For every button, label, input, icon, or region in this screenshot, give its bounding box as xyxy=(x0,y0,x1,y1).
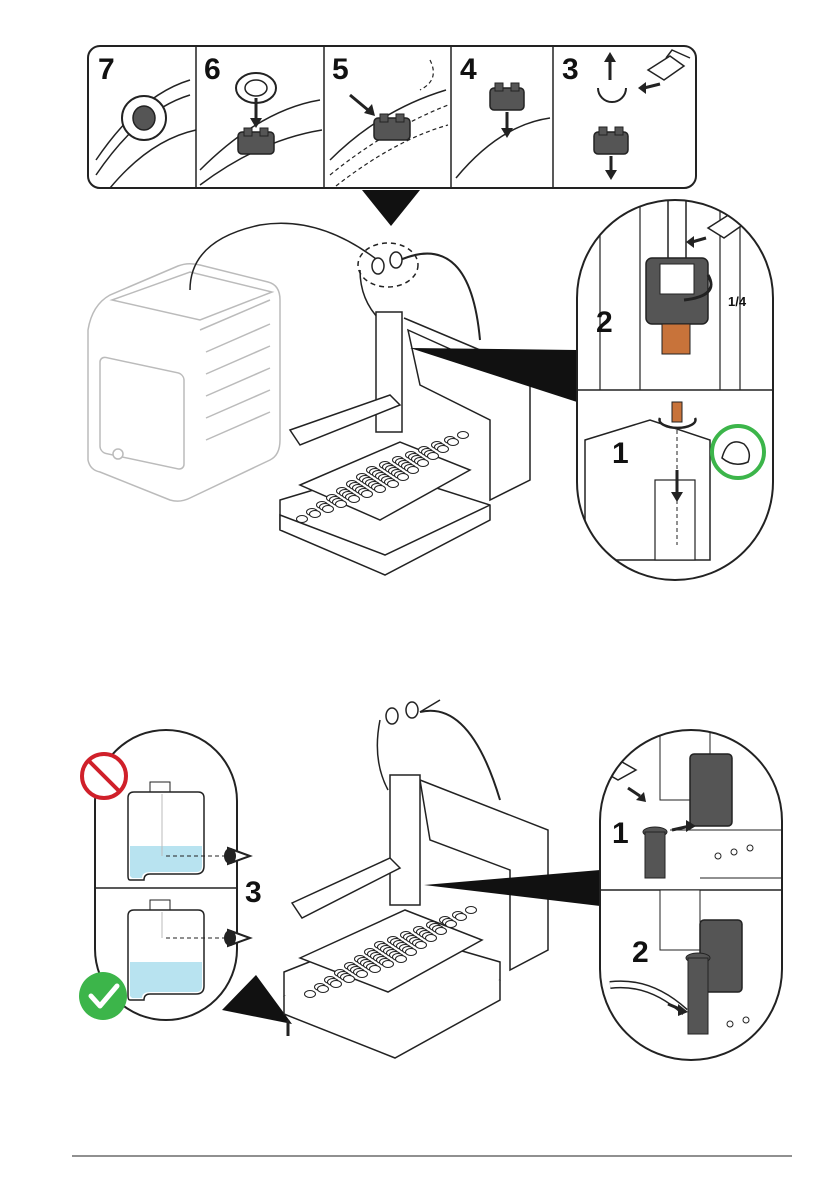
vial-slot xyxy=(388,481,399,488)
filter-tube xyxy=(643,827,667,878)
analyzer-device xyxy=(88,223,380,501)
vial-slot xyxy=(362,491,373,498)
vial-slot xyxy=(426,935,437,942)
inset-bottle: 3 xyxy=(79,730,262,1020)
vial-slot xyxy=(456,914,467,921)
check-icon xyxy=(79,972,127,1020)
vial-slot xyxy=(408,467,419,474)
step-number: 3 xyxy=(245,876,262,909)
step-number: 5 xyxy=(332,53,349,86)
step-number: 2 xyxy=(596,306,613,339)
vial-slot xyxy=(370,966,381,973)
step-number: 4 xyxy=(460,53,477,86)
vial-slot xyxy=(310,511,321,518)
vial-slot xyxy=(396,956,407,963)
vial-slot xyxy=(446,921,457,928)
vial-slot xyxy=(357,971,368,978)
rotation-label: 1/4 xyxy=(728,294,747,309)
vial-slot xyxy=(398,474,409,481)
step-number: 1 xyxy=(612,437,629,470)
hand-tighten-icon xyxy=(712,426,764,478)
step-strip: 7 6 xyxy=(88,46,696,188)
prohibited-icon xyxy=(82,754,126,798)
step-number: 2 xyxy=(632,936,649,969)
callout-wedge xyxy=(222,975,292,1024)
inset-top-right: 2 1 1/4 xyxy=(577,200,773,580)
vial-slot xyxy=(436,928,447,935)
vial-slot xyxy=(418,460,429,467)
step-number: 1 xyxy=(612,817,629,850)
eye-icon xyxy=(224,930,250,946)
vial-slot xyxy=(448,439,459,446)
grommet-icon xyxy=(374,114,410,140)
pointer-arrow xyxy=(362,190,420,226)
vial-slot xyxy=(336,501,347,508)
grommet-icon xyxy=(238,128,274,154)
vial-slot xyxy=(344,976,355,983)
vial-slot xyxy=(323,506,334,513)
vial-slot xyxy=(349,496,360,503)
vial-slot xyxy=(438,446,449,453)
vial-slot xyxy=(458,432,469,439)
vial-slot xyxy=(428,453,439,460)
tube-clip-highlight xyxy=(358,243,418,287)
eye-icon xyxy=(224,848,250,864)
vial-slot xyxy=(406,949,417,956)
vial-slot xyxy=(297,516,308,523)
vial-slot xyxy=(383,961,394,968)
vial-slot xyxy=(416,942,427,949)
vial-slot xyxy=(466,907,477,914)
vial-slot xyxy=(318,986,329,993)
inset-bottom-right: 1 2 xyxy=(600,730,782,1060)
vial-slot xyxy=(305,991,316,998)
step-number: 3 xyxy=(562,53,579,86)
vial-slot xyxy=(375,486,386,493)
step-number: 7 xyxy=(98,53,115,86)
step-number: 6 xyxy=(204,53,221,86)
autosampler xyxy=(280,243,530,575)
vial-slot xyxy=(331,981,342,988)
